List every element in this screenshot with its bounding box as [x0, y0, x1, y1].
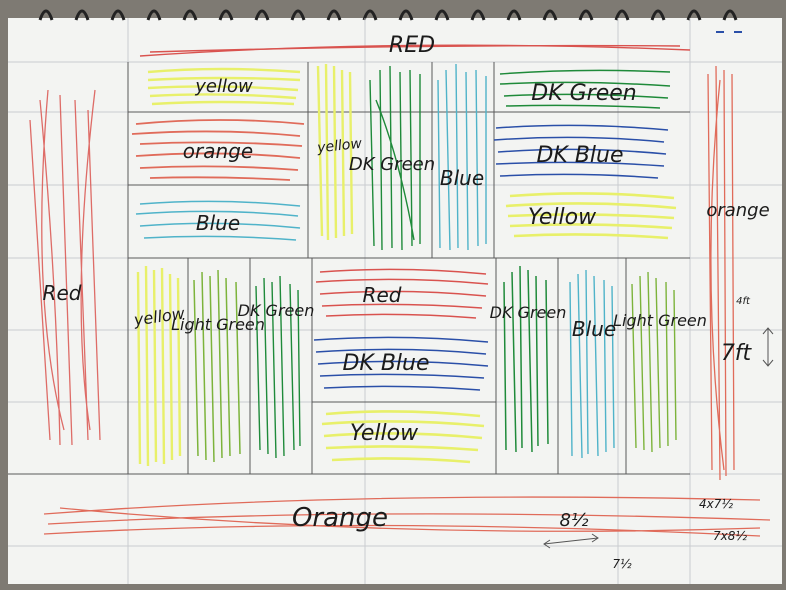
seven-x-eight-half-label: 7x8½ — [713, 529, 747, 543]
four-ft-label: 4ft — [736, 296, 751, 307]
top-red-band — [139, 44, 691, 57]
yellow-vertical — [316, 63, 354, 241]
right-blue-label: Blue — [572, 317, 616, 341]
orange-label: orange — [183, 139, 253, 163]
dk-green-vertical-label: DK Green — [349, 154, 435, 175]
right-light-green-vertical — [631, 271, 677, 453]
left-red-label: Red — [43, 281, 82, 305]
four-x-seven-half-label: 4x7½ — [699, 497, 733, 511]
bottom-orange-label: Orange — [292, 503, 388, 533]
bottom-orange-band — [43, 496, 771, 537]
mid-red-label: Red — [363, 283, 402, 307]
mid-light-green-vertical — [193, 269, 241, 463]
blue-vertical — [437, 63, 487, 251]
mid-light-green-label: Light Green — [171, 315, 265, 334]
mid-yellow-vertical — [136, 265, 182, 467]
right-orange-vertical — [707, 65, 735, 481]
orange-band — [131, 119, 305, 181]
yellow-band-label: Yellow — [528, 205, 597, 230]
blue-band — [135, 200, 301, 241]
blue-vertical-label: Blue — [440, 166, 484, 190]
mid-dk-blue-label: DK Blue — [342, 351, 429, 376]
top-red-label: RED — [389, 33, 435, 58]
right-dk-green-vertical — [503, 265, 549, 453]
bottom-yellow-band — [321, 410, 485, 464]
eight-half-label: 8½ — [560, 510, 589, 531]
yellow-vertical-label: yellow — [316, 136, 364, 157]
eight-half-arrow — [543, 533, 599, 549]
layout-lines — [8, 62, 690, 475]
mid-dk-green-vertical — [255, 275, 301, 459]
dk-blue-band — [493, 124, 669, 179]
mid-red-band — [315, 268, 489, 319]
top-yellow-band — [147, 67, 301, 106]
right-light-green-label: Light Green — [613, 311, 707, 330]
dk-green-label: DK Green — [531, 81, 636, 106]
right-dk-green-label: DK Green — [490, 303, 567, 322]
spiral-binding — [38, 9, 738, 21]
blue-label: Blue — [196, 211, 240, 235]
left-red-scribble — [29, 89, 101, 446]
bottom-yellow-label: Yellow — [350, 421, 419, 446]
right-blue-vertical — [569, 269, 615, 459]
right-orange-label: orange — [706, 200, 769, 221]
seven-ft-label: 7ft — [721, 341, 753, 366]
yellow-band — [505, 192, 677, 240]
dk-green-vertical — [369, 65, 421, 251]
top-yellow-label: yellow — [194, 76, 253, 97]
seven-half-label: 7½ — [612, 557, 632, 571]
mid-dk-blue-band — [313, 336, 489, 391]
mid-dk-green-label: DK Green — [238, 301, 315, 320]
seven-ft-arrow — [762, 327, 774, 367]
dk-green-band — [499, 69, 671, 109]
dk-blue-label: DK Blue — [536, 143, 623, 168]
